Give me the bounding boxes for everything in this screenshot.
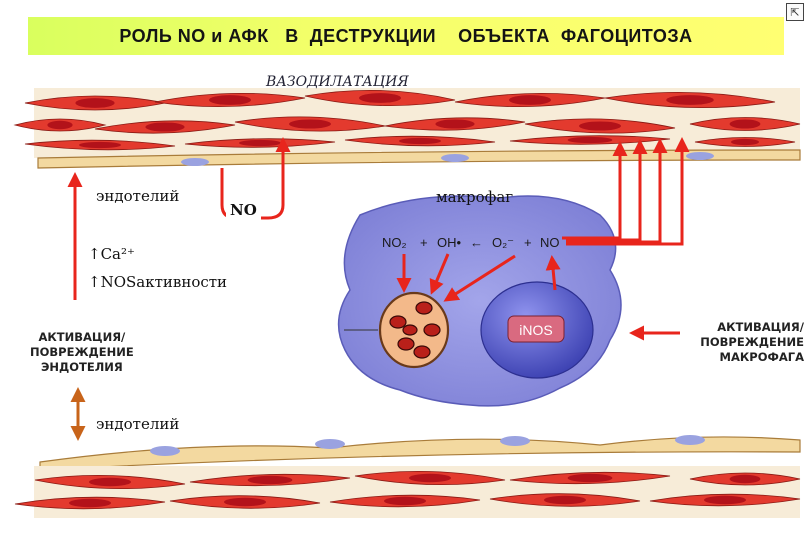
- muscle-cell-nucleus: [704, 495, 746, 505]
- caption-line: ПОВРЕЖДЕНИЕ: [30, 345, 134, 359]
- muscle-cell-nucleus: [145, 122, 185, 132]
- inos-label: iNOS: [519, 322, 552, 338]
- no-label: NO: [226, 200, 261, 220]
- caption-line: ПОВРЕЖДЕНИЕ: [700, 335, 804, 349]
- nos-activity-label: ↑NOSактивности: [84, 272, 232, 292]
- reaction-o2: O₂⁻: [492, 235, 514, 250]
- muscle-cell-nucleus: [289, 119, 331, 129]
- vasodilation-arrow: [566, 137, 690, 246]
- muscle-cell-nucleus: [247, 475, 293, 485]
- title-banner: РОЛЬ NO и АФК В ДЕСТРУКЦИИ ОБЪЕКТА ФАГОЦ…: [28, 17, 784, 55]
- endothelial-nucleus: [686, 152, 714, 160]
- muscle-cell-nucleus: [359, 93, 401, 103]
- muscle-cell-nucleus: [567, 473, 613, 483]
- endothelial-nucleus: [441, 154, 469, 162]
- endothelial-nucleus: [500, 436, 530, 446]
- bacterium: [389, 315, 407, 329]
- oh-to-phagosome-arrow: [429, 253, 450, 295]
- caption-line: МАКРОФАГА: [719, 350, 804, 364]
- muscle-cell-nucleus: [544, 495, 586, 505]
- vasodilation-arrow: [566, 139, 648, 242]
- vasodilation-arrow: [566, 138, 668, 244]
- endothelial-nucleus: [150, 446, 180, 456]
- muscle-cell-nucleus: [579, 121, 621, 131]
- inos-badge: [507, 315, 565, 343]
- caption-line: АКТИВАЦИЯ/: [717, 320, 804, 334]
- reaction-plus: +: [420, 235, 428, 250]
- inos-to-no-arrow: [545, 255, 561, 291]
- top-smooth-muscle-cells: [13, 89, 801, 151]
- caption-line: ЭНДОТЕЛИЯ: [40, 360, 123, 374]
- muscle-cell-nucleus: [384, 496, 426, 506]
- muscle-cell-nucleus: [729, 474, 761, 484]
- muscle-cell-nucleus: [79, 141, 121, 149]
- endothelial-nucleus: [315, 439, 345, 449]
- vasodilation-arrow: [562, 141, 628, 240]
- muscle-cell-nucleus: [224, 497, 266, 507]
- bottom-endothelium: [39, 435, 801, 471]
- muscle-cell-nucleus: [47, 120, 73, 130]
- muscle-cell-nucleus: [89, 477, 131, 487]
- bottom-smooth-muscle-cells: [14, 470, 801, 510]
- macrophage-label: макрофаг: [436, 188, 514, 206]
- top-endothelium: [37, 149, 801, 169]
- bacterium: [423, 323, 441, 337]
- muscle-cell-nucleus: [509, 95, 551, 105]
- endothelial-nucleus: [675, 435, 705, 445]
- cursor-icon[interactable]: ⇱: [786, 3, 804, 21]
- bacterium: [415, 301, 433, 315]
- endothelium-bottom-label: эндотелий: [92, 414, 184, 434]
- phagosome: [378, 291, 450, 369]
- reaction-equation: NO₂ + OH• ← O₂⁻ + NO: [382, 235, 560, 250]
- muscle-cell-nucleus: [435, 119, 475, 129]
- muscle-cell-nucleus: [69, 498, 111, 508]
- caption-line: АКТИВАЦИЯ/: [38, 330, 126, 344]
- reaction-plus: +: [524, 235, 532, 250]
- endothelium-activation-caption: АКТИВАЦИЯ/ ПОВРЕЖДЕНИЕ ЭНДОТЕЛИЯ: [30, 330, 134, 375]
- page-title: РОЛЬ NO и АФК В ДЕСТРУКЦИИ ОБЪЕКТА ФАГОЦ…: [119, 25, 693, 46]
- calcium-label: ↑Ca²⁺: [84, 244, 139, 264]
- muscle-cell-nucleus: [666, 95, 714, 105]
- muscle-cell-nucleus: [399, 137, 441, 145]
- muscle-cell-nucleus: [75, 98, 115, 108]
- reaction-no2: NO₂: [382, 235, 407, 250]
- macrophage-activation-caption: АКТИВАЦИЯ/ ПОВРЕЖДЕНИЕ МАКРОФАГА: [690, 320, 804, 365]
- reaction-arrow: ←: [470, 235, 483, 250]
- bacterium: [397, 337, 415, 351]
- muscle-cell-nucleus: [729, 119, 761, 129]
- reaction-no: NO: [540, 235, 560, 250]
- muscle-cell-nucleus: [731, 138, 759, 146]
- muscle-cell-nucleus: [239, 139, 281, 147]
- reaction-oh: OH•: [437, 235, 462, 250]
- endothelium-top-label: эндотелий: [92, 186, 184, 206]
- vasodilation-label: ВАЗОДИЛАТАЦИЯ: [266, 74, 409, 90]
- flow-arrows: [67, 137, 690, 341]
- bacterium: [402, 324, 418, 336]
- o2-to-phagosome-arrow: [443, 254, 516, 302]
- bacterium: [413, 345, 431, 359]
- endothelial-nucleus: [181, 158, 209, 166]
- muscle-cell-nucleus: [409, 473, 451, 483]
- muscle-cell-nucleus: [567, 136, 613, 144]
- muscle-cell-nucleus: [209, 95, 251, 105]
